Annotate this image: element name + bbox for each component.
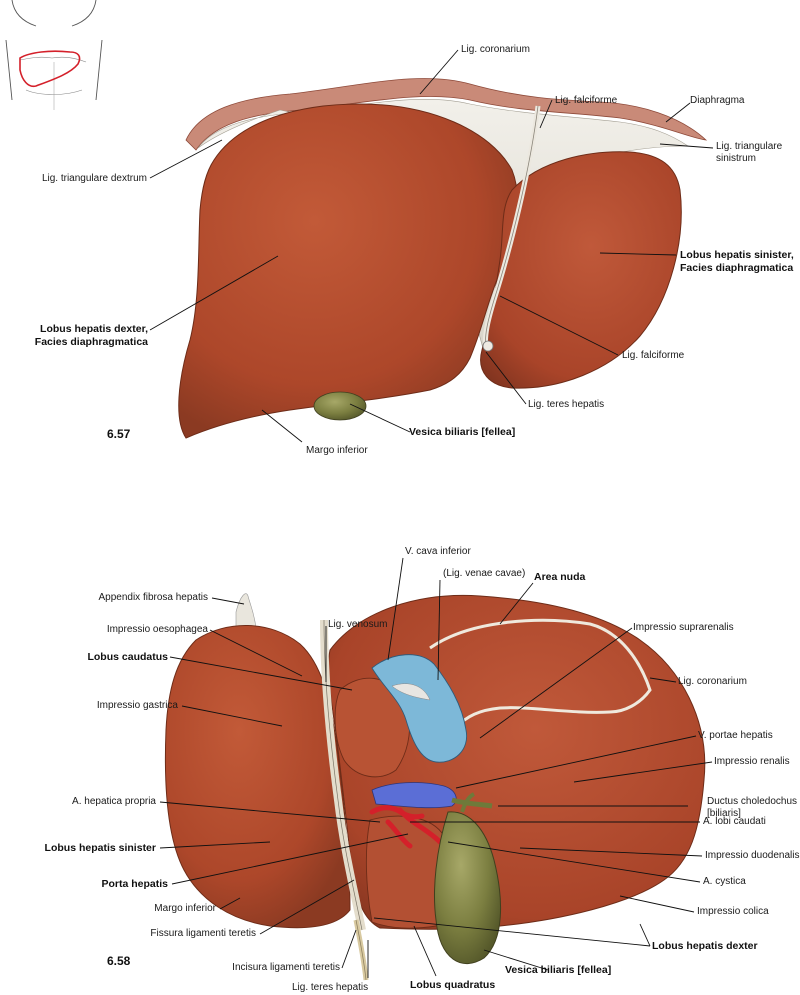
label-lig-venosum: Lig. venosum (328, 619, 388, 630)
label-ductus-choledochus-line2: [biliaris] (707, 808, 741, 819)
label-lobus-quadratus: Lobus quadratus (410, 979, 496, 991)
label-impressio-colica: Impressio colica (697, 906, 769, 917)
figure-number-6-57: 6.57 (107, 427, 131, 441)
label-margo-inferior-58: Margo inferior (154, 903, 216, 914)
label-appendix-fibrosa: Appendix fibrosa hepatis (98, 592, 208, 603)
figure-6-58-leader-lines (159, 557, 713, 978)
figure-6-57-leader-lines (149, 49, 714, 443)
label-porta-hepatis: Porta hepatis (101, 878, 168, 890)
label-lig-falciforme-top: Lig. falciforme (555, 95, 618, 106)
label-lig-triangulare-dextrum: Lig. triangulare dextrum (41, 173, 147, 184)
label-impressio-gastrica: Impressio gastrica (96, 700, 178, 711)
label-lobus-dexter-line2: Facies diaphragmatica (34, 336, 148, 348)
label-a-cystica: A. cystica (703, 876, 746, 887)
figure-6-58-liver-visceral (164, 593, 706, 981)
label-fissura-lig-teretis: Fissura ligamenti teretis (150, 928, 256, 939)
label-a-hepatica-propria: A. hepatica propria (72, 796, 156, 807)
label-impressio-renalis: Impressio renalis (714, 756, 790, 767)
label-lig-coronarium: Lig. coronarium (461, 44, 530, 55)
label-area-nuda: Area nuda (534, 571, 586, 583)
label-lig-teres-hepatis-58: Lig. teres hepatis (292, 982, 369, 993)
torso-liver-location-icon (5, 0, 103, 110)
label-ductus-choledochus-line1: Ductus choledochus (707, 796, 798, 807)
label-lig-falciforme-right: Lig. falciforme (622, 350, 685, 361)
figure-number-6-58: 6.58 (107, 954, 131, 968)
label-margo-inferior-57: Margo inferior (306, 445, 368, 456)
label-lobus-sinister-line1: Lobus hepatis sinister, (680, 249, 794, 261)
label-lobus-hepatis-sinister: Lobus hepatis sinister (44, 842, 156, 854)
label-diaphragma: Diaphragma (690, 95, 745, 106)
label-incisura-lig-teretis: Incisura ligamenti teretis (232, 962, 340, 973)
label-a-lobi-caudati: A. lobi caudati (703, 816, 766, 827)
figure-6-57-liver-anterior (178, 78, 708, 439)
label-lig-triangulare-sinistrum-line1: Lig. triangulare (716, 141, 783, 152)
label-v-portae: V. portae hepatis (698, 730, 773, 741)
label-impressio-oesophagea: Impressio oesophagea (106, 624, 208, 635)
label-v-cava-inferior: V. cava inferior (405, 546, 471, 557)
label-lobus-hepatis-dexter-58: Lobus hepatis dexter (652, 940, 758, 952)
label-vesica-biliaris-58: Vesica biliaris [fellea] (505, 964, 612, 976)
label-lig-teres-hepatis: Lig. teres hepatis (528, 399, 605, 410)
label-lobus-dexter-line1: Lobus hepatis dexter, (40, 323, 148, 335)
label-lobus-caudatus: Lobus caudatus (87, 651, 168, 663)
label-vesica-biliaris-57: Vesica biliaris [fellea] (409, 426, 516, 438)
label-impressio-suprarenalis: Impressio suprarenalis (633, 622, 734, 633)
label-impressio-duodenalis: Impressio duodenalis (705, 850, 800, 861)
label-lobus-sinister-line2: Facies diaphragmatica (680, 262, 794, 274)
label-lig-venae-cavae: (Lig. venae cavae) (443, 568, 526, 579)
label-lig-triangulare-sinistrum-line2: sinistrum (716, 153, 757, 164)
label-lig-coronarium-58: Lig. coronarium (678, 676, 747, 687)
